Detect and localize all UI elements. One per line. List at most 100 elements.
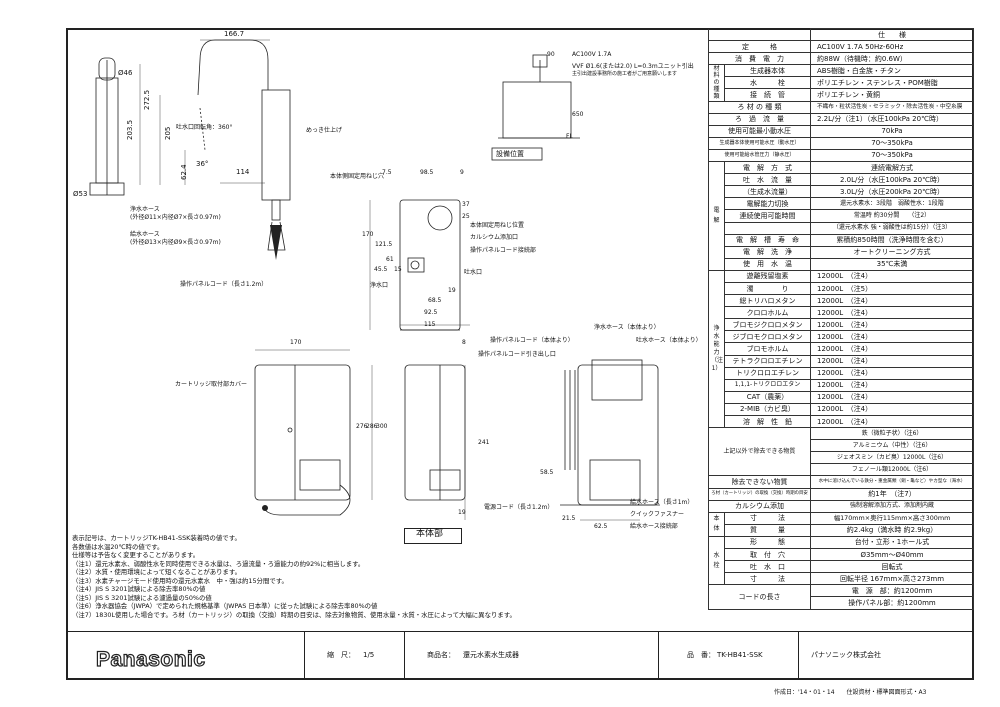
spec-key: クロロホルム bbox=[724, 306, 811, 320]
spec-value: 2.0L/分（水圧100kPa 20℃時） bbox=[810, 173, 974, 187]
spec-value: ポリエチレン・ステンレス・POM樹脂 bbox=[810, 76, 974, 90]
dim-98-5: 98.5 bbox=[420, 169, 434, 176]
spec-header: 仕 様 bbox=[810, 27, 974, 42]
spec-key: 質 量 bbox=[724, 523, 811, 537]
dim-300: 300 bbox=[376, 423, 388, 430]
spec-value: Ø35mm～Ø40mm bbox=[810, 548, 974, 562]
scale-value: 1/5 bbox=[363, 651, 375, 659]
dim-58-5: 58.5 bbox=[540, 469, 554, 476]
titleblock-scale: 縮 尺： 1/5 bbox=[304, 631, 404, 680]
dim-241: 241 bbox=[478, 439, 490, 446]
spec-value: ポリエチレン・黄銅 bbox=[810, 88, 974, 102]
spec-group-electro: 電 解 bbox=[708, 161, 725, 271]
footer-created: 作成日：'14・01・14 住設資材・標準図面形式・A3 bbox=[774, 689, 927, 696]
spec-key: カルシウム添加 bbox=[708, 499, 811, 513]
spec-key: 使用可能最小動水圧 bbox=[708, 124, 811, 138]
label-purified-hose-spec: (外径Ø11×内径Ø7×長さ0.97m) bbox=[130, 214, 221, 221]
spec-key: 電 解 槽 寿 命 bbox=[724, 233, 811, 247]
spec-value: 操作パネル部：約1200mm bbox=[810, 596, 974, 610]
spec-key: 濁 り bbox=[724, 281, 811, 296]
spec-value: ジェオスミン（カビ臭）12000L（注6） bbox=[810, 451, 974, 465]
spec-key: 使用可能給水管圧力（静水圧） bbox=[708, 148, 811, 163]
dim-205: 205 bbox=[164, 126, 172, 140]
spec-value: 水中に溶け込んでいる鉄分・重金属類（銅・亀など）やカ型な（海水） bbox=[810, 475, 974, 489]
spec-value: オートクリーニング方式 bbox=[810, 245, 974, 259]
spec-value: 12000L （注4） bbox=[810, 402, 974, 417]
note-line: （注7）1830L使用した場合です。ろ材（カートリッジ）の取換（交換）時期の目安… bbox=[72, 610, 516, 619]
spec-value: 還元水素水：3段階 弱酸性水：1段階 bbox=[810, 197, 974, 211]
spec-key: ブロモホルム bbox=[724, 342, 811, 356]
dim-92-5: 92.5 bbox=[424, 309, 438, 316]
spec-value: 35℃未満 bbox=[810, 257, 974, 271]
spec-value: 12000L （注4） bbox=[810, 306, 974, 320]
spec-key: 総トリハロメタン bbox=[724, 294, 811, 308]
spec-value: 12000L （注4） bbox=[810, 354, 974, 368]
note-line: （注4）JIS S 3201試験による除去率80%の値 bbox=[72, 585, 206, 593]
spec-value: 70～350kPa bbox=[810, 148, 974, 163]
label-plating: めっき仕上げ bbox=[306, 127, 343, 134]
dim-62-4: 62.4 bbox=[180, 164, 188, 180]
dim-25: 25 bbox=[462, 213, 470, 220]
spec-key: 消 費 電 力 bbox=[708, 52, 811, 66]
note-line: 各数値は水温20℃時の値です。 bbox=[72, 542, 164, 551]
spec-value: 12000L （注4） bbox=[810, 342, 974, 356]
label-supply-connect: 給水ホース接続部 bbox=[630, 523, 678, 530]
spec-key: ブロモジクロロメタン bbox=[724, 318, 811, 332]
spec-key: 電 解 洗 浄 bbox=[724, 245, 811, 259]
spec-value: ABS樹脂・白金族・チタン bbox=[810, 64, 974, 78]
note-line: （注1）還元水素水、弱酸性水を同時使用できる水量は、ろ過流量・ろ過能力の約92%… bbox=[72, 559, 365, 568]
spec-key: （生成水流量） bbox=[724, 185, 811, 199]
spec-value: 12000L （注4） bbox=[810, 366, 974, 380]
dim-front-170: 170 bbox=[290, 339, 302, 346]
note-line: （注2）水質・使用環境によって短くなることがあります。 bbox=[72, 568, 242, 576]
spec-group-faucet: 水栓 bbox=[708, 535, 725, 586]
label-supply-hose-spec: (外径Ø13×内径Ø9×長さ0.97m) bbox=[130, 239, 221, 246]
spec-group-purify: 浄水能力（注1） bbox=[708, 269, 725, 429]
spec-value: 12000L （注4） bbox=[810, 269, 974, 283]
part-label: 品 番： bbox=[687, 651, 715, 659]
spec-value: 台付・立形・1ホール式 bbox=[810, 535, 974, 550]
spec-key: ジブロモクロロメタン bbox=[724, 330, 811, 344]
label-outlet-hose-body: 吐水ホース（本体より） bbox=[636, 337, 702, 344]
dim-15: 15 bbox=[394, 266, 402, 273]
spec-value: 12000L （注4） bbox=[810, 378, 974, 392]
dim-d53: Ø53 bbox=[73, 190, 88, 198]
dim-170: 170 bbox=[362, 231, 374, 238]
label-power-cord: 電源コード（長さ1.2m） bbox=[484, 504, 554, 511]
spec-value: 12000L （注4） bbox=[810, 414, 974, 429]
spec-key: ろ 過 流 量 bbox=[708, 112, 811, 126]
label-vvf-2: 主引出建設事務所の施工者がご用意願いします bbox=[572, 71, 678, 77]
spec-value: 電 源 部：約1200mm bbox=[810, 584, 974, 598]
dim-19: 19 bbox=[448, 287, 456, 294]
product-label: 商品名： bbox=[427, 651, 455, 659]
spec-value: 約2.4kg（満水時 約2.9kg） bbox=[810, 523, 974, 537]
spec-key: 2-MIB（カビ臭） bbox=[724, 402, 811, 417]
caption-box-body bbox=[404, 528, 462, 544]
label-panel-cord-body: 操作パネルコード（本体より） bbox=[490, 337, 574, 344]
spec-value: 12000L （注4） bbox=[810, 294, 974, 308]
notes-block: 表示記号は、カートリッジTK-HB41-SSK装着時の値です。 各数値は水温20… bbox=[72, 534, 516, 619]
label-purified-hose: 浄水ホース bbox=[130, 206, 160, 213]
spec-key: ろ材（カートリッジ）の取換（交換）時期の目安 bbox=[708, 487, 811, 501]
spec-value: 回転半径 167mm×高さ273mm bbox=[810, 572, 974, 586]
titleblock-rule bbox=[66, 631, 974, 632]
spec-value: 3.0L/分（水圧200kPa 20℃時） bbox=[810, 185, 974, 199]
spec-key: CAT（農薬） bbox=[724, 390, 811, 404]
faucet-body bbox=[261, 89, 291, 201]
label-supply-hose-1m: 給水ホース（長さ1m） bbox=[630, 499, 694, 506]
spec-key: 吐 水 流 量 bbox=[724, 173, 811, 187]
panasonic-logo: Panasonic bbox=[95, 647, 206, 671]
spec-value: 不織布・粒状活性炭・セラミック・除去活性炭・中空糸膜 bbox=[810, 100, 974, 114]
label-cord-outlet: 操作パネルコード引き出し口 bbox=[478, 351, 556, 358]
caption-setup: 設備位置 bbox=[496, 150, 524, 158]
dim-36deg: 36° bbox=[196, 160, 209, 168]
dim-286: 286 bbox=[366, 423, 378, 430]
spec-key: 生成器本体 bbox=[724, 64, 811, 78]
label-quick-fastener: クイックファスナー bbox=[630, 511, 685, 518]
spec-value: 約88W（待機時：約0.6W） bbox=[810, 52, 974, 66]
spec-value: 12000L （注4） bbox=[810, 330, 974, 344]
part-value: TK-HB41-SSK bbox=[717, 651, 763, 659]
dim-276: 276 bbox=[356, 423, 368, 430]
dim-62-5: 62.5 bbox=[594, 523, 608, 530]
